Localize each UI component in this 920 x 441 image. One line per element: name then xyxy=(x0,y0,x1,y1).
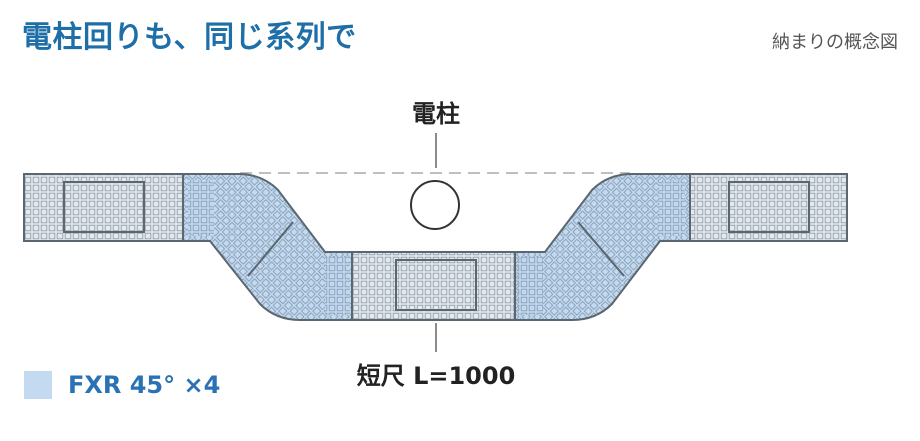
page-subtitle: 納まりの概念図 xyxy=(772,32,898,53)
legend-label: FXR 45° ×4 xyxy=(68,371,221,399)
pole-label: 電柱 xyxy=(412,100,460,128)
utility-pole xyxy=(410,180,460,230)
right-fxr-panel xyxy=(514,173,691,321)
legend: FXR 45° ×4 xyxy=(24,368,220,402)
left-fxr-panel xyxy=(182,173,353,321)
right-straight-panel xyxy=(689,173,848,242)
legend-swatch xyxy=(24,371,52,399)
center-short-panel xyxy=(351,251,516,321)
left-straight-panel xyxy=(23,173,184,242)
short-panel-label: 短尺 L=1000 xyxy=(356,362,516,390)
page-title: 電柱回りも、同じ系列で xyxy=(22,20,357,55)
